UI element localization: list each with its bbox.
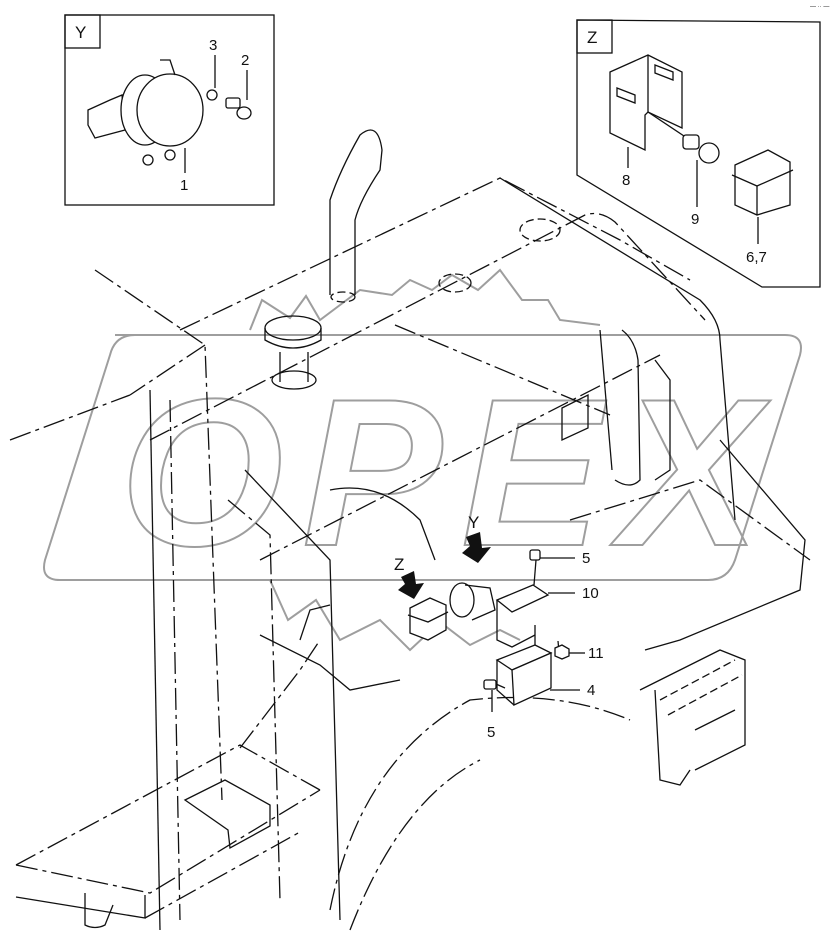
view-arrow-y-label: Y — [468, 513, 479, 532]
callout-11: 11 — [569, 645, 604, 662]
view-arrow-z: Z — [394, 555, 424, 599]
detail-view-y: Y 3 2 1 — [64, 14, 275, 206]
machine-body — [9, 129, 811, 931]
corner-mark: — ·· — — [810, 4, 829, 10]
block-4 — [483, 625, 570, 706]
main-parts: Y Z 5 10 11 4 5 — [394, 513, 604, 741]
bolt-detail-z — [647, 111, 720, 164]
callout-label: 5 — [487, 724, 495, 741]
cover-box-main — [407, 597, 449, 641]
view-arrow-y: Y — [462, 513, 491, 563]
watermark-text: OPEX — [120, 355, 771, 590]
callout-3: 3 — [209, 37, 217, 54]
callout-2: 2 — [241, 52, 249, 69]
washer-detail — [206, 89, 218, 101]
callout-label: 11 — [588, 645, 604, 662]
cover-box-detail — [731, 149, 794, 216]
callout-label: 4 — [587, 682, 595, 699]
callout-5-top: 5 — [540, 550, 590, 567]
bracket-10 — [495, 549, 550, 648]
view-arrow-z-label: Z — [394, 555, 404, 574]
callout-8: 8 — [622, 172, 630, 189]
callout-label: 10 — [582, 585, 599, 602]
watermark: OPEX — [43, 268, 802, 652]
detail-view-z: Z 8 9 6,7 — [576, 19, 821, 288]
detail-view-y-label: Y — [75, 23, 86, 42]
callout-4: 4 — [550, 682, 595, 699]
callout-label: 5 — [582, 550, 590, 567]
callout-1: 1 — [180, 177, 188, 194]
callout-6-7: 6,7 — [746, 249, 767, 266]
callout-10: 10 — [548, 585, 599, 602]
lamp-detail — [87, 59, 204, 166]
bolt-detail — [225, 97, 252, 120]
detail-view-z-label: Z — [587, 28, 597, 47]
callout-9: 9 — [691, 211, 699, 228]
lamp-main — [449, 582, 496, 621]
callout-5-bottom: 5 — [487, 690, 495, 741]
